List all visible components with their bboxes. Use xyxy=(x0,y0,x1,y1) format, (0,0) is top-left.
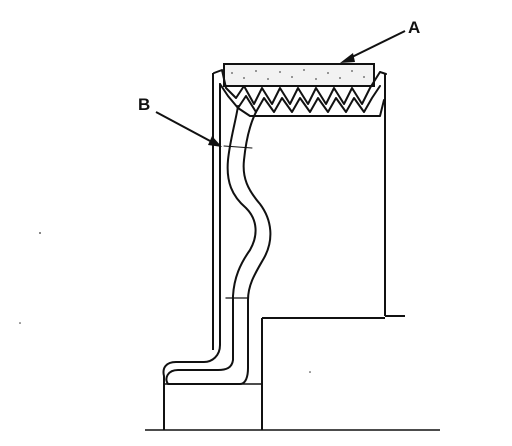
housing-outline xyxy=(145,73,440,431)
callout-a-label: A xyxy=(408,18,420,37)
callout-b-label: B xyxy=(138,95,150,114)
callout-b-leader xyxy=(155,111,213,143)
callout-a-leader xyxy=(349,30,406,59)
base-flange xyxy=(163,376,262,430)
callout-b: B xyxy=(138,95,222,147)
callout-b-arrowhead xyxy=(208,136,222,147)
callout-a-arrowhead xyxy=(340,53,355,63)
scan-specks xyxy=(19,232,311,373)
callout-a: A xyxy=(340,18,420,63)
diaphragm-body xyxy=(162,83,272,385)
seal-top-bar xyxy=(223,63,375,87)
corrugated-seal xyxy=(213,69,387,117)
